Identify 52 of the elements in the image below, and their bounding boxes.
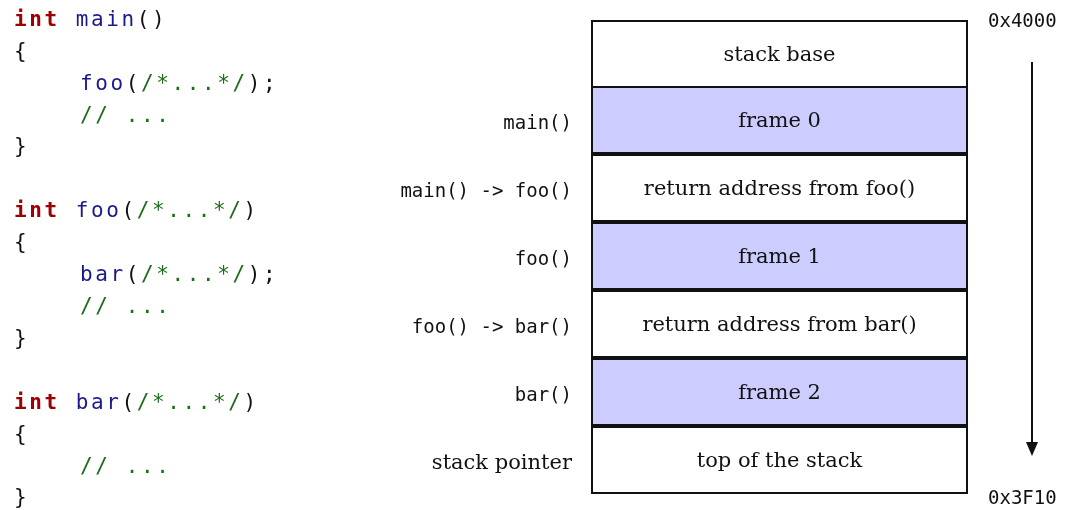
cell-label: frame 2 bbox=[738, 380, 821, 404]
stack-cell bbox=[591, 86, 968, 154]
code-comment: /*...*/ bbox=[136, 198, 244, 222]
code-identifier: bar bbox=[75, 390, 122, 414]
code-identifier: foo bbox=[75, 198, 122, 222]
code-identifier: foo bbox=[80, 71, 126, 95]
code-punctuation: ( bbox=[125, 262, 141, 286]
cell-label: return address from bar() bbox=[642, 312, 917, 336]
cell-label: frame 0 bbox=[738, 108, 821, 132]
code-punctuation: ( bbox=[125, 71, 141, 95]
code-punctuation: } bbox=[14, 326, 30, 350]
code-punctuation: } bbox=[14, 134, 30, 158]
cell-label: frame 1 bbox=[738, 244, 821, 268]
frame-label: main() -> foo() bbox=[400, 179, 572, 201]
stack-cell bbox=[591, 358, 968, 426]
code-punctuation: ) bbox=[243, 198, 259, 222]
code-keyword: int bbox=[14, 390, 60, 414]
code-punctuation: ); bbox=[247, 262, 279, 286]
frame-label: stack pointer bbox=[431, 450, 572, 474]
stack-cell bbox=[591, 222, 968, 290]
cell-label: stack base bbox=[723, 42, 836, 66]
frame-label: foo() -> bar() bbox=[411, 315, 572, 337]
code-punctuation: ( bbox=[121, 198, 137, 222]
code-punctuation: ); bbox=[247, 71, 279, 95]
frame-label: main() bbox=[503, 111, 572, 133]
code-keyword: int bbox=[14, 198, 60, 222]
code-comment: /*...*/ bbox=[136, 390, 244, 414]
address-label: 0x3F10 bbox=[988, 486, 1057, 508]
stack-cell bbox=[591, 426, 968, 494]
code-comment: /*...*/ bbox=[141, 71, 248, 95]
stack-cell bbox=[591, 154, 968, 222]
address-label: 0x4000 bbox=[988, 9, 1057, 31]
stack-cell bbox=[591, 290, 968, 358]
stack-cell bbox=[591, 20, 968, 88]
frame-label: bar() bbox=[514, 383, 572, 405]
code-punctuation: () bbox=[136, 7, 168, 31]
code-comment: // ... bbox=[80, 103, 172, 127]
code-punctuation: { bbox=[14, 422, 30, 446]
code-keyword: int bbox=[14, 7, 60, 31]
code-punctuation: } bbox=[14, 485, 30, 509]
code-comment: /*...*/ bbox=[141, 262, 248, 286]
cell-label: return address from foo() bbox=[643, 176, 916, 200]
frame-label: foo() bbox=[514, 247, 572, 269]
code-comment: // ... bbox=[80, 454, 172, 478]
code-punctuation: { bbox=[14, 39, 30, 63]
code-punctuation: ) bbox=[243, 390, 259, 414]
code-punctuation: ( bbox=[121, 390, 137, 414]
cell-label: top of the stack bbox=[696, 448, 863, 472]
code-identifier: bar bbox=[80, 262, 126, 286]
code-comment: // ... bbox=[80, 294, 172, 318]
code-identifier: main bbox=[75, 7, 137, 31]
code-punctuation: { bbox=[14, 230, 30, 254]
